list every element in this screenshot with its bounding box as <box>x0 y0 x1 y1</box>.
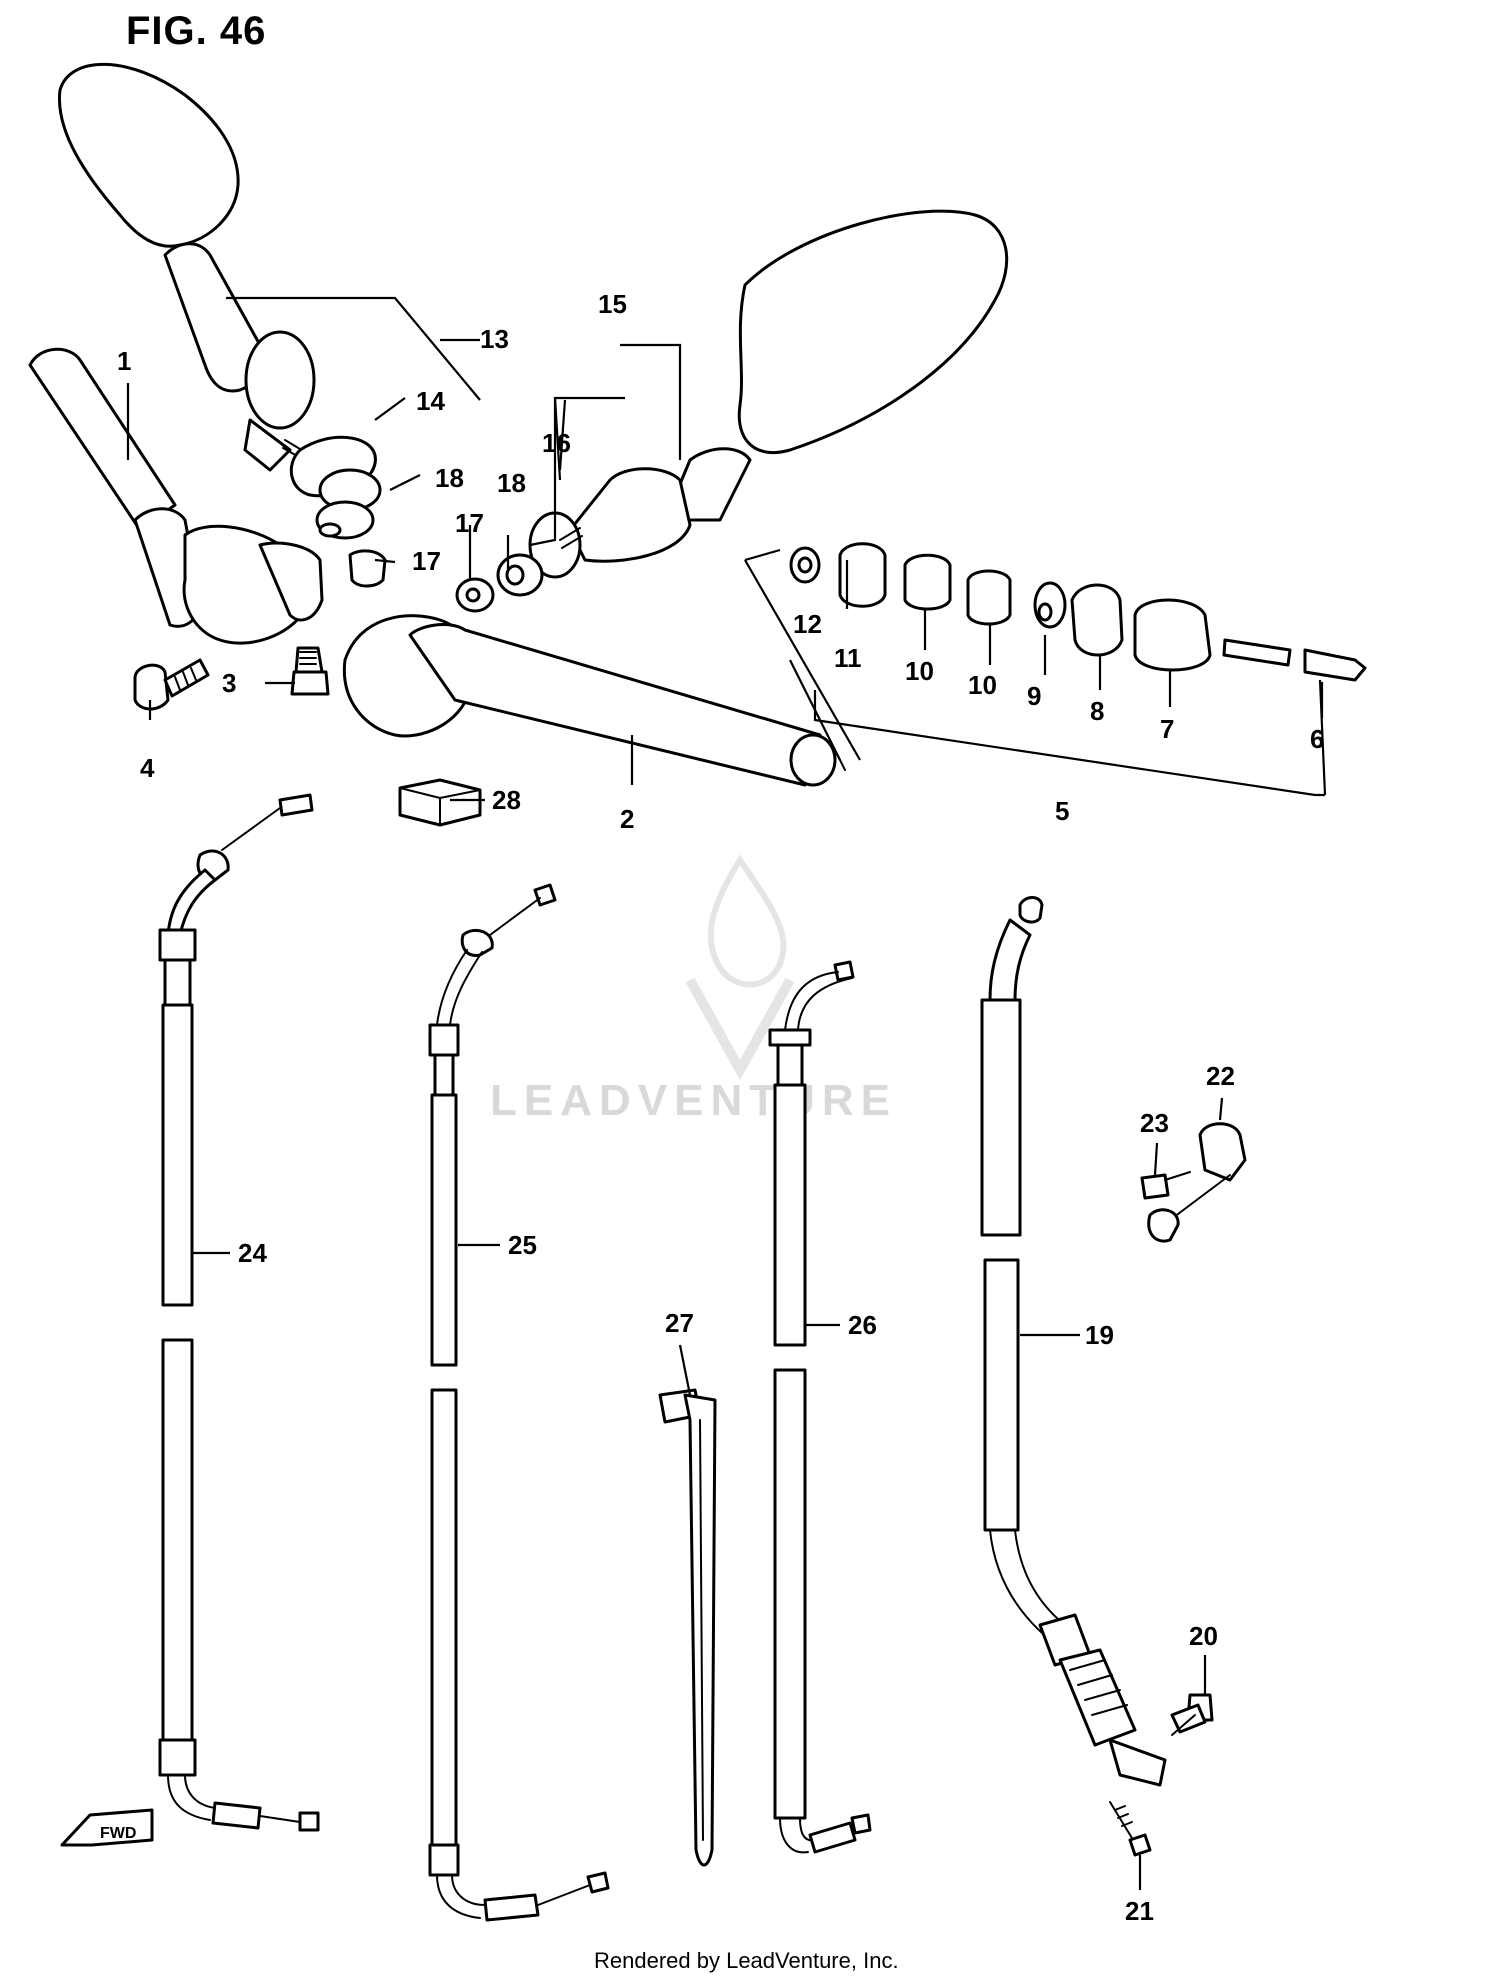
left-handlebar <box>28 347 324 645</box>
callout-7: 7 <box>1160 714 1174 744</box>
watermark-text: LEADVENTURE <box>490 1076 897 1125</box>
callout-22: 22 <box>1206 1061 1235 1091</box>
forward-arrow: FWD <box>60 1808 154 1847</box>
callout-14: 14 <box>416 386 445 416</box>
figure-title: FIG. 46 <box>126 9 266 53</box>
callout-20: 20 <box>1189 1621 1218 1651</box>
footer-credit: Rendered by LeadVenture, Inc. <box>594 1948 899 1973</box>
callout-23: 23 <box>1140 1108 1169 1138</box>
balance-block <box>398 778 482 827</box>
callout-15: 15 <box>598 289 627 319</box>
callout-10b: 10 <box>968 670 997 700</box>
cable-strap <box>658 1388 717 1867</box>
callout-6: 6 <box>1310 724 1324 754</box>
right-mirror <box>528 209 1009 579</box>
forward-arrow-label: FWD <box>100 1825 136 1842</box>
cable-25 <box>428 883 610 1922</box>
leader-lines <box>126 296 1324 1890</box>
callout-17a: 17 <box>455 508 484 538</box>
callout-3: 3 <box>222 668 236 698</box>
callout-labels: 1 2 3 4 5 6 7 8 9 10 10 11 12 13 14 15 1… <box>117 289 1324 1926</box>
bolt-4 <box>133 658 210 711</box>
callout-16: 16 <box>542 428 571 458</box>
callout-24: 24 <box>238 1238 267 1268</box>
cable-19 <box>980 896 1167 1787</box>
callout-25: 25 <box>508 1230 537 1260</box>
callout-19: 19 <box>1085 1320 1114 1350</box>
callout-11: 11 <box>834 643 862 673</box>
callout-10a: 10 <box>905 656 934 686</box>
screw-21 <box>1109 1801 1152 1857</box>
callout-4: 4 <box>140 753 155 783</box>
callout-21: 21 <box>1125 1896 1154 1926</box>
callout-27: 27 <box>665 1308 694 1338</box>
callout-8: 8 <box>1090 696 1104 726</box>
cable-26 <box>768 960 872 1854</box>
callout-1: 1 <box>117 346 131 376</box>
callout-13: 13 <box>480 324 509 354</box>
callout-18b: 18 <box>497 468 526 498</box>
callout-17b: 17 <box>412 546 441 576</box>
callout-28: 28 <box>492 785 521 815</box>
bolt-3 <box>290 646 330 696</box>
callout-26: 26 <box>848 1310 877 1340</box>
callout-2: 2 <box>620 804 634 834</box>
callout-18a: 18 <box>435 463 464 493</box>
callout-5: 5 <box>1055 796 1069 826</box>
right-handlebar <box>342 614 846 787</box>
callout-9: 9 <box>1027 681 1041 711</box>
bar-end-assembly <box>744 542 1367 797</box>
switch-assembly <box>1140 1122 1247 1243</box>
cable-24 <box>158 793 320 1832</box>
bolt-20 <box>1170 1693 1214 1736</box>
callout-12: 12 <box>793 609 822 639</box>
watermark-logo <box>685 854 795 1081</box>
